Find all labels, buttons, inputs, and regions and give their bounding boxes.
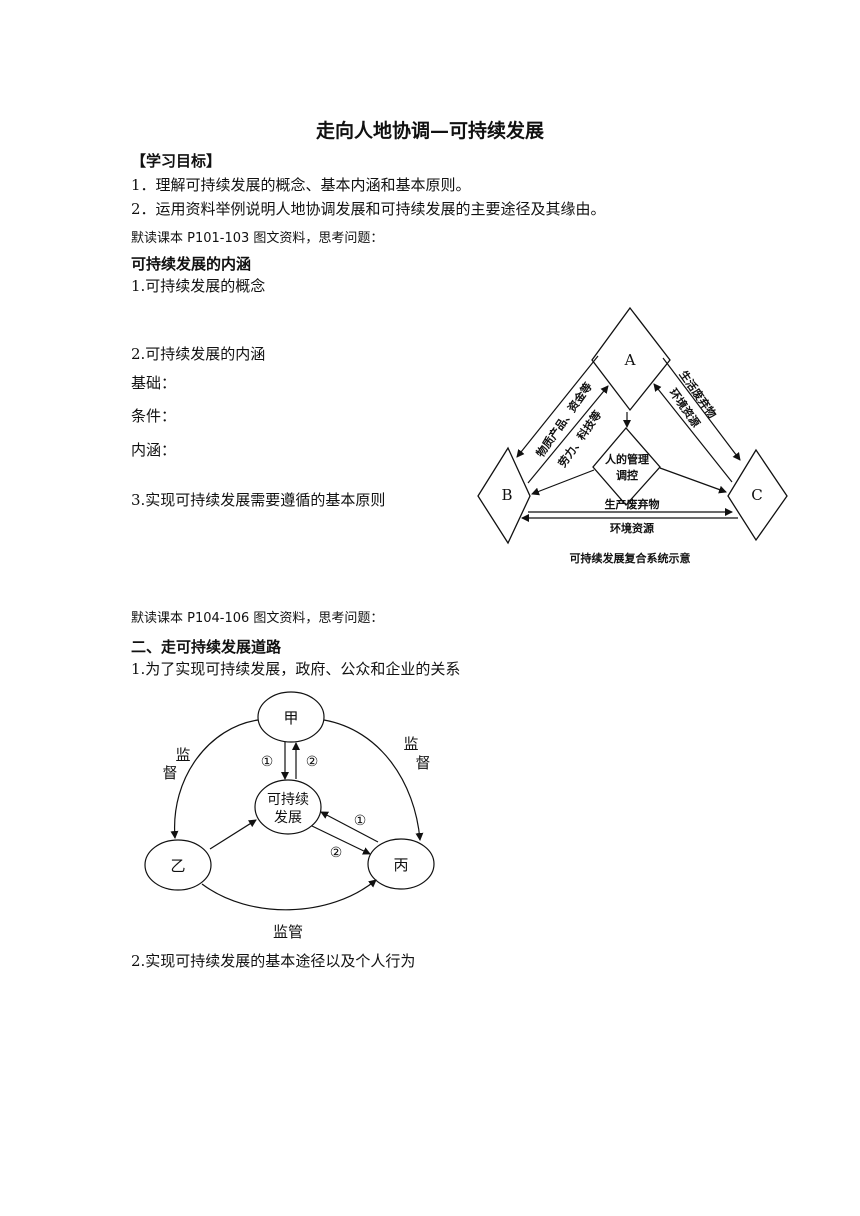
curve-jia-to-bing [323,719,424,841]
arrow-yi-to-center [209,819,257,850]
mark-bing-2: ② [330,845,343,861]
arrow-a-to-c-outer [662,357,741,461]
arrow-center-b [531,469,595,496]
center-circle [254,779,322,835]
section1-heading: 可持续发展的内涵 [131,255,252,273]
center-diamond [592,427,661,506]
center-label-line2: 调控 [616,468,638,482]
s2-question-1: 1.为了实现可持续发展，政府、公众和企业的关系 [131,660,461,678]
objective-2: 2．运用资料举例说明人地协调发展和可持续发展的主要途径及其缘由。 [131,200,606,218]
mark-jia-1: ① [261,754,274,770]
label-left-2: 督 [162,764,177,782]
reading-prompt-1: 默读课本 P101-103 图文资料，思考问题： [131,231,384,246]
label-bc-bottom: 环境资源 [610,521,654,535]
s1-question-2: 2.可持续发展的内涵 [131,345,266,363]
curve-jia-to-yi [170,719,259,839]
arrow-a-to-b-outer [516,355,599,458]
center-label-line1: 可持续 [267,791,309,808]
node-c-label: C [751,486,762,504]
objectives-heading: 【学习目标】 [131,152,222,170]
s1-question-1: 1.可持续发展的概念 [131,277,266,295]
node-a-label: A [624,351,636,369]
stakeholder-diagram: 甲 乙 丙 可持续 发展 ① ② ① ② 监 督 监 督 监管 [144,691,435,941]
reading-prompt-2: 默读课本 P104-106 图文资料，思考问题： [131,611,384,626]
diagram1-caption: 可持续发展复合系统示意 [570,551,691,565]
arrow-c-to-a-inner [653,383,733,483]
s2-question-2: 2.实现可持续发展的基本途径以及个人行为 [131,952,416,970]
node-b-diamond [477,446,531,545]
s1-question-3: 3.实现可持续发展需要遵循的基本原则 [131,491,386,509]
objective-1: 1．理解可持续发展的概念、基本内涵和基本原则。 [131,176,471,194]
node-a-diamond [591,306,671,412]
mark-jia-2: ② [306,754,319,770]
node-jia-label: 甲 [283,709,298,727]
arrow-center-c [659,467,727,494]
curve-yi-to-bing [201,879,377,911]
s1-foundation-label: 基础： [131,374,177,392]
composite-system-diagram: A B C 人的管理 调控 物质产品、资金等 劳力、科技等 生活废弃物 环境资源… [477,306,788,565]
label-bottom: 监管 [273,923,303,941]
center-label-line2: 发展 [274,810,302,826]
node-jia-circle [257,691,325,743]
page-title: 走向人地协调—可持续发展 [315,120,544,142]
node-yi-circle [144,839,212,891]
s1-essence-label: 内涵： [131,441,177,459]
node-b-label: B [501,486,512,504]
mark-bing-1: ① [354,813,367,829]
center-label-line1: 人的管理 [605,452,649,466]
arrow-b-to-a-inner [527,385,609,484]
node-bing-circle [367,838,435,890]
arrow-center-to-bing [311,825,371,855]
s1-condition-label: 条件： [131,407,177,425]
arrow-bing-to-center [320,811,379,843]
label-bc-top: 生产废弃物 [605,497,660,511]
node-bing-label: 丙 [393,856,408,874]
label-right-2: 督 [415,754,430,772]
label-left-1: 监 [175,746,190,764]
node-yi-label: 乙 [170,857,185,875]
label-right-1: 监 [403,735,418,753]
section2-heading: 二、走可持续发展道路 [131,638,282,656]
node-c-diamond [727,448,788,542]
